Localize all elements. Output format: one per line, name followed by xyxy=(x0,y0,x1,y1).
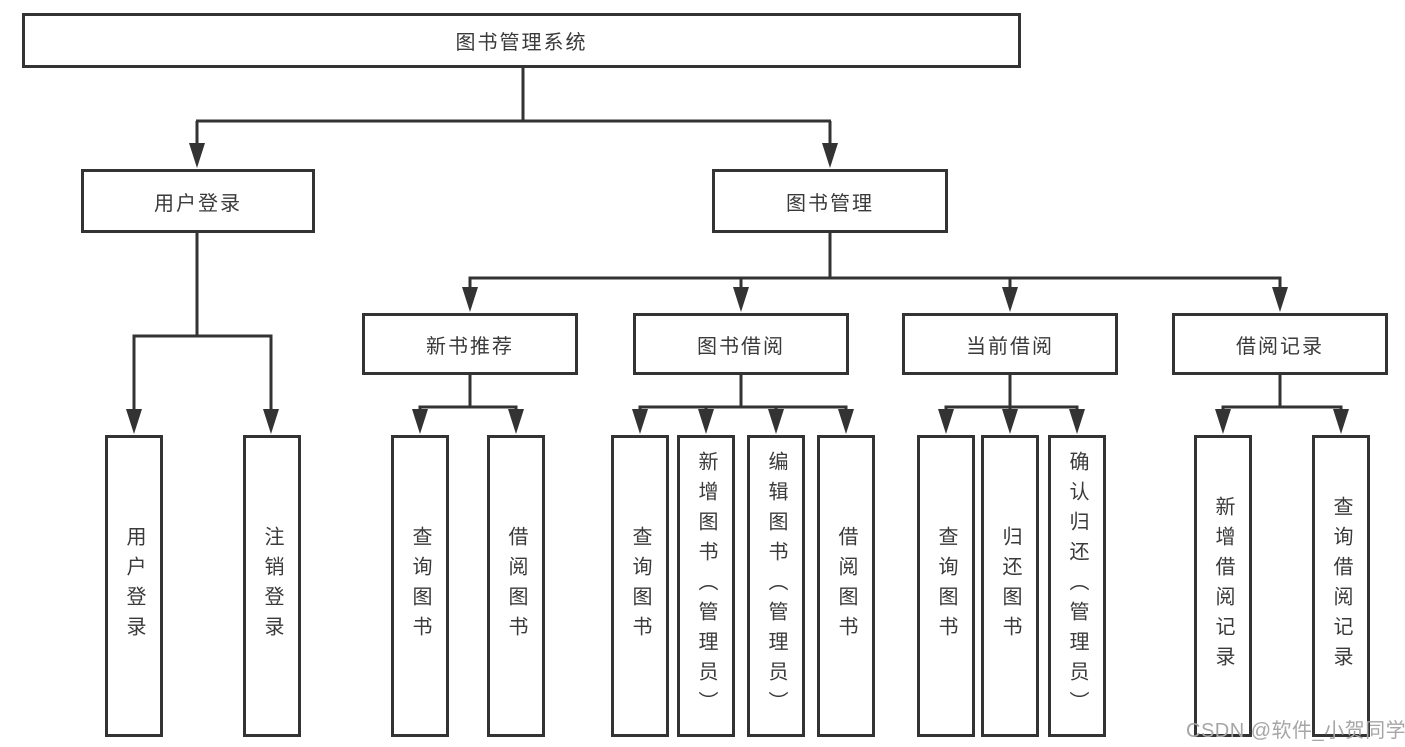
leaf-label: 编辑图书（管理员） xyxy=(765,451,787,721)
node-label: 图书管理系统 xyxy=(455,32,588,54)
node-label: 新书推荐 xyxy=(426,335,514,358)
leaf-record-query-borrow-record: 查询借阅记录 xyxy=(1312,435,1370,737)
node-label: 图书管理 xyxy=(786,192,874,215)
leaf-label: 查询图书 xyxy=(935,526,957,646)
connector-arrowheads xyxy=(126,143,1349,434)
csdn-watermark: CSDN @软件_小贺同学 xyxy=(1186,720,1405,742)
leaf-logout: 注销登录 xyxy=(243,435,301,737)
leaf-label: 查询图书 xyxy=(629,526,651,646)
leaf-current-query-books: 查询图书 xyxy=(917,435,975,737)
leaf-current-return-books: 归还图书 xyxy=(981,435,1039,737)
node-label: 当前借阅 xyxy=(966,335,1054,358)
leaf-label: 查询借阅记录 xyxy=(1330,496,1352,676)
leaf-current-confirm-return-admin: 确认归还（管理员） xyxy=(1048,435,1106,737)
node-label: 图书借阅 xyxy=(697,335,785,358)
leaf-label: 借阅图书 xyxy=(835,526,857,646)
node-book-borrowing: 图书借阅 xyxy=(633,313,849,375)
node-label: 用户登录 xyxy=(154,192,242,215)
leaf-borrow-add-books-admin: 新增图书（管理员） xyxy=(677,435,735,737)
leaf-label: 注销登录 xyxy=(261,526,283,646)
leaf-user-login: 用户登录 xyxy=(105,435,163,737)
leaf-borrow-query-books: 查询图书 xyxy=(611,435,669,737)
node-user-login: 用户登录 xyxy=(81,169,315,233)
leaf-record-add-borrow-record: 新增借阅记录 xyxy=(1194,435,1252,737)
leaf-recommend-query-books: 查询图书 xyxy=(391,435,449,737)
leaf-label: 用户登录 xyxy=(123,526,145,646)
leaf-recommend-borrow-books: 借阅图书 xyxy=(487,435,545,737)
leaf-borrow-borrow-books: 借阅图书 xyxy=(817,435,875,737)
leaf-label: 归还图书 xyxy=(999,526,1021,646)
leaf-label: 新增图书（管理员） xyxy=(695,451,717,721)
leaf-label: 查询图书 xyxy=(409,526,431,646)
leaf-label: 确认归还（管理员） xyxy=(1066,451,1088,721)
node-borrowing-records: 借阅记录 xyxy=(1172,313,1388,375)
node-current-borrowing: 当前借阅 xyxy=(902,313,1118,375)
leaf-label: 新增借阅记录 xyxy=(1212,496,1234,676)
node-book-management: 图书管理 xyxy=(712,169,948,233)
connector-trunk-lines xyxy=(132,66,1343,409)
node-library-management-system: 图书管理系统 xyxy=(22,13,1021,68)
leaf-borrow-edit-books-admin: 编辑图书（管理员） xyxy=(747,435,805,737)
node-label: 借阅记录 xyxy=(1236,335,1324,358)
node-new-book-recommendation: 新书推荐 xyxy=(362,313,578,375)
leaf-label: 借阅图书 xyxy=(505,526,527,646)
